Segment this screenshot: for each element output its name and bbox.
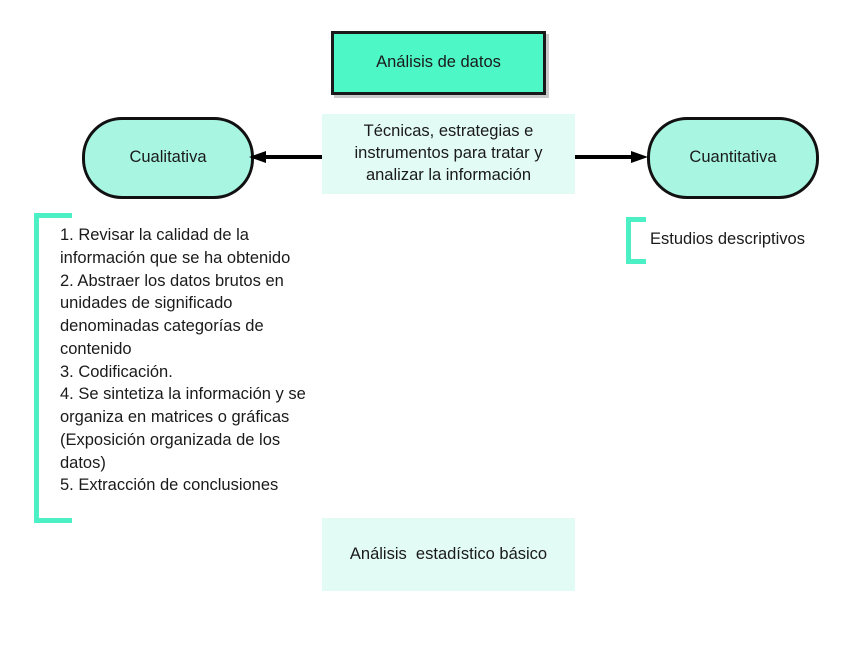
list-item: 4. Se sintetiza la información y se orga… [60,385,306,472]
arrow-left-head-icon [249,151,266,163]
center-description-label: Técnicas, estrategias e instrumentos par… [354,122,543,184]
arrow-right-head-icon [631,151,648,163]
list-item: 2. Abstraer los datos brutos en unidades… [60,271,284,358]
title-box-label: Análisis de datos [376,53,501,72]
quantitative-note-label: Estudios descriptivos [650,230,805,248]
arrow-right-shaft [575,155,632,159]
arrow-right-icon [575,151,648,163]
horizontal-scrollbar-track[interactable] [0,636,848,650]
bottom-box-analisis-estadistico: Análisis estadístico básico [322,518,575,591]
node-cualitativa-label: Cualitativa [129,148,207,167]
title-box-analisis-de-datos: Análisis de datos [331,31,546,95]
list-item: 3. Codificación. [60,362,173,381]
node-cuantitativa: Cuantitativa [647,117,819,199]
list-item: 5. Extracción de conclusiones [60,476,279,495]
qualitative-steps-list: 1. Revisar la calidad de la información … [60,224,326,497]
node-cuantitativa-label: Cuantitativa [689,148,777,167]
arrow-left-icon [249,151,322,163]
quantitative-note-bracket-icon [626,217,646,264]
qualitative-steps-bracket-icon [34,213,72,523]
bottom-box-label: Análisis estadístico básico [349,545,548,563]
node-cualitativa: Cualitativa [82,117,254,199]
center-description-box: Técnicas, estrategias e instrumentos par… [322,114,575,194]
list-item: 1. Revisar la calidad de la información … [60,226,291,267]
arrow-left-shaft [265,155,322,159]
